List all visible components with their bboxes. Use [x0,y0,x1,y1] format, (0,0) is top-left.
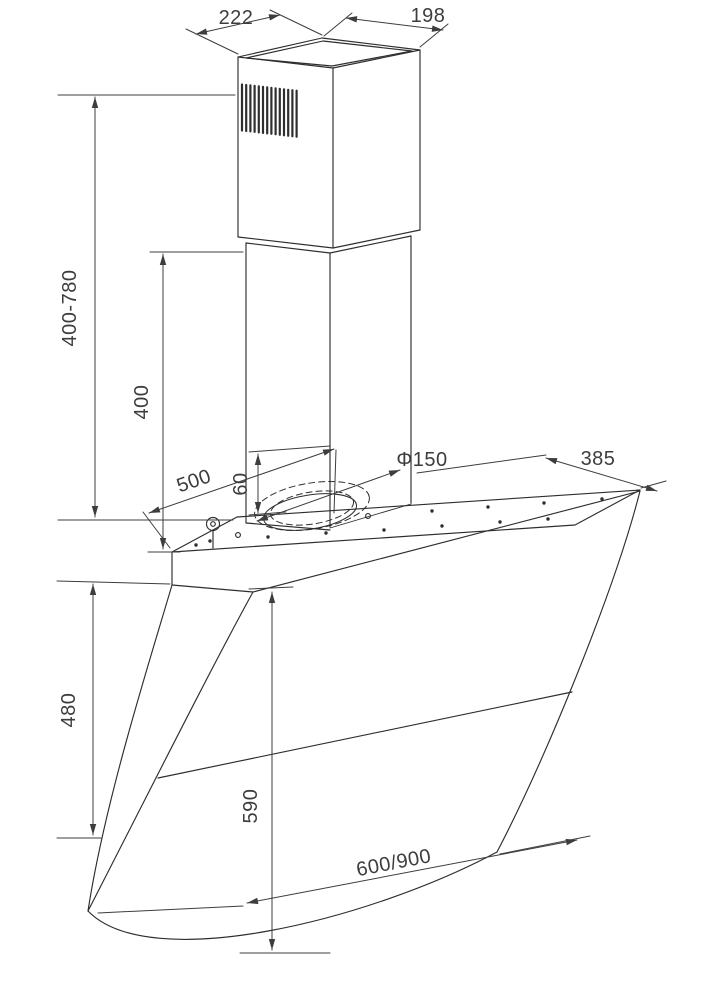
dim-outlet-diameter-label: Φ150 [396,449,447,471]
chimney-top-opening [237,37,421,69]
dim-collar-height [248,445,331,516]
vent-grille [240,83,298,138]
glass-left-inner-curve [87,591,254,912]
dim-hood-width [97,835,591,914]
dim-rear-body-height [56,580,171,839]
chimney-joint-side [332,229,421,249]
dim-outlet-diameter [256,469,401,522]
dimension-labels: 222 198 400-780 400 500 60 Φ150 385 480 … [58,5,615,881]
chimney-duct-cover [237,37,421,531]
dim-telescopic-height-label: 400-780 [59,270,81,347]
body-left-outer-curve [87,584,173,912]
dim-top-panel-depth [416,454,667,492]
dim-rear-height-label: 480 [58,693,80,728]
dim-glass-height-label: 590 [240,789,262,824]
outlet-hidden-circle-inner [269,490,355,526]
dim-collar-height-label: 60 [230,472,252,495]
dim-chimney-top-width [185,9,323,55]
glass-top-edge [252,490,641,593]
product-drawing [87,37,641,940]
canopy-top-face [171,489,641,553]
dimension-lines [56,9,667,954]
dim-width-label: 600/900 [355,845,434,881]
dim-telescopic-height [57,94,236,521]
dim-lower-chimney-height-label: 400 [131,385,153,420]
dim-chimney-top-width-label: 222 [219,7,254,29]
glass-bottom-curve [87,851,498,940]
canopy-rivet-dots [194,497,604,547]
dim-front-glass-height [239,586,331,954]
glass-panel-split-line [157,691,573,779]
chimney-joint-front [237,236,334,249]
dim-chimney-top-depth [323,12,449,48]
mounting-bracket [205,516,221,532]
chimney-top-opening-inner-rim [245,40,413,67]
dim-lower-chimney-height [147,251,244,553]
glass-right-curve [496,490,641,853]
dim-chimney-top-depth-label: 198 [411,5,446,27]
dim-top-glass-depth-label: 385 [581,448,616,470]
